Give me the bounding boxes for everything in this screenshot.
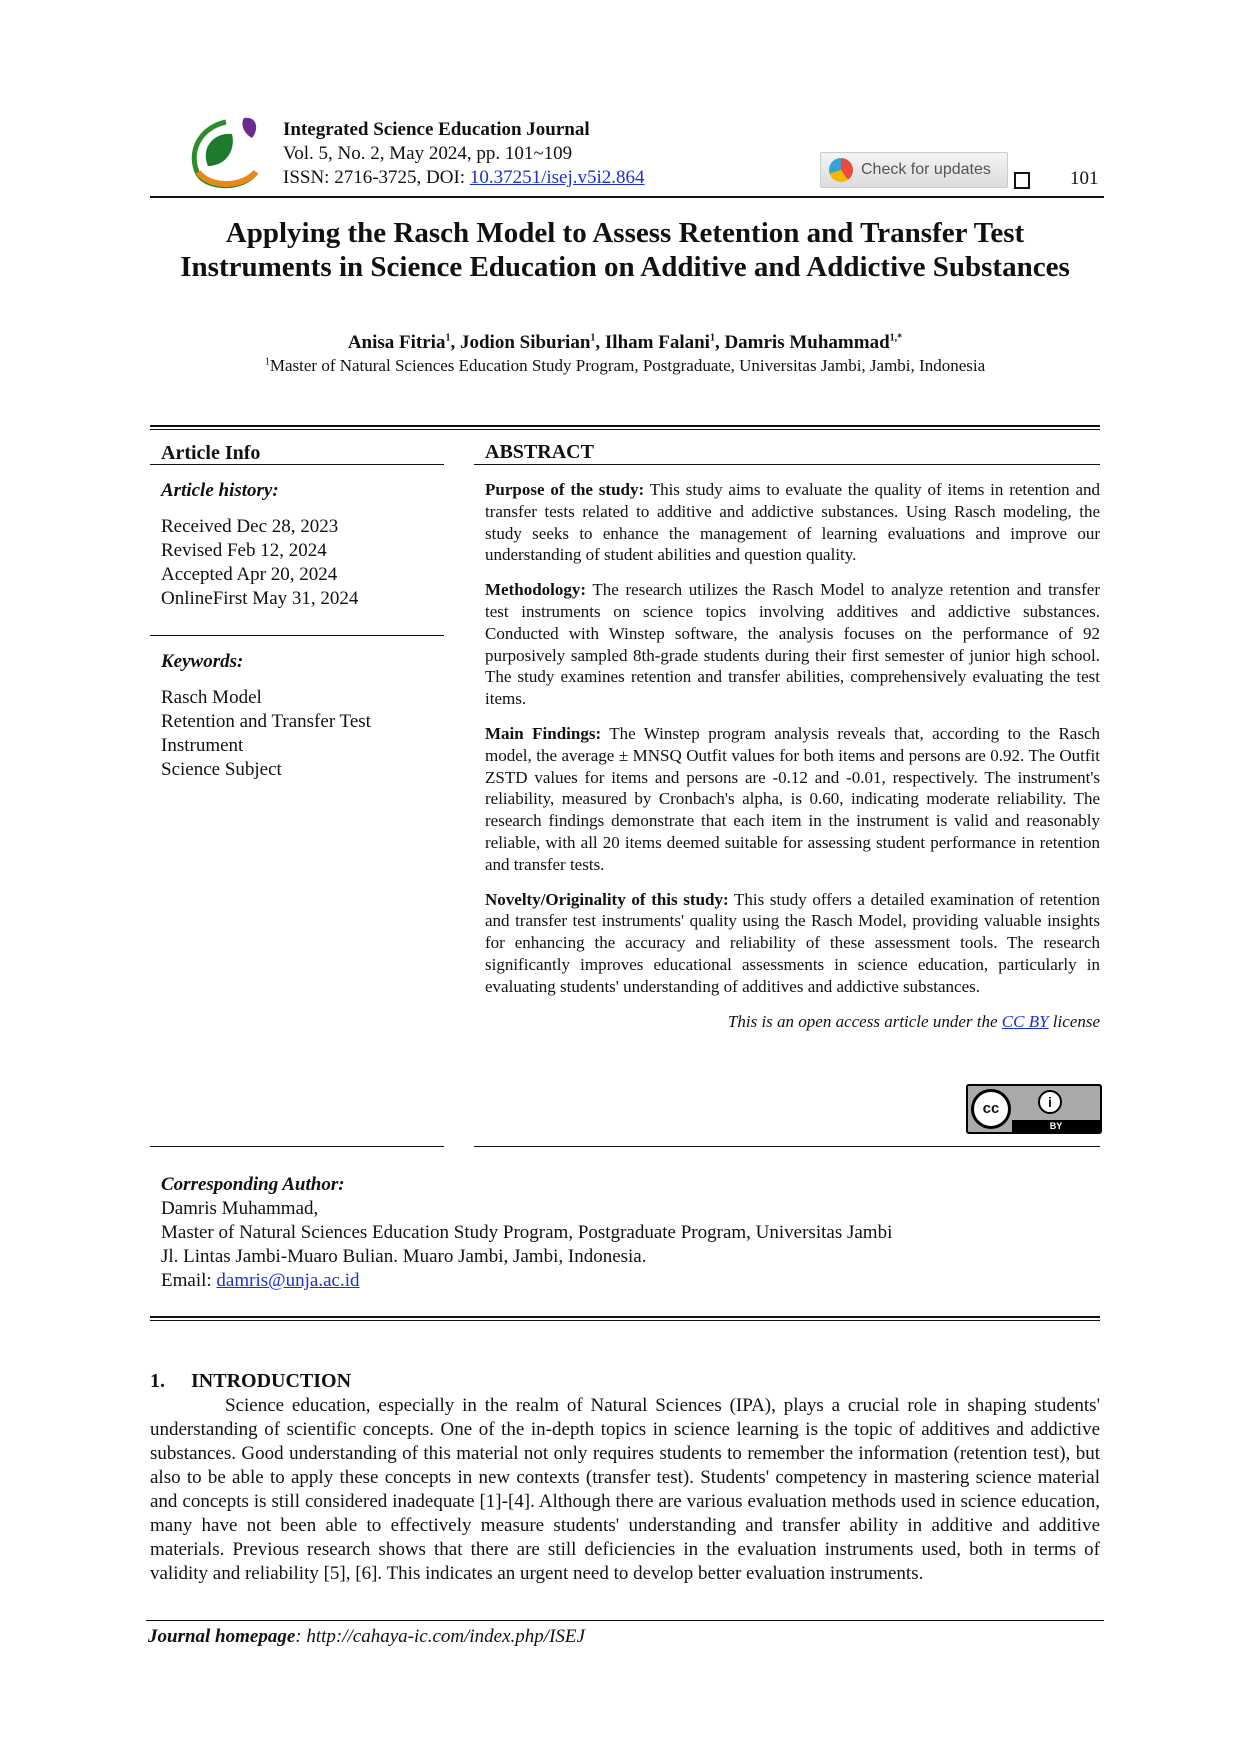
- corresponding-label: Corresponding Author:: [161, 1174, 345, 1195]
- intro-paragraph: Science education, especially in the rea…: [150, 1395, 1100, 1584]
- journal-header: Integrated Science Education Journal Vol…: [283, 118, 645, 190]
- article-info-heading: Article Info: [161, 442, 261, 464]
- abstract-heading: ABSTRACT: [485, 441, 594, 463]
- keyword: Science Subject: [161, 759, 282, 780]
- author-sup: 1: [709, 332, 715, 344]
- abstract-body: Purpose of the study: This study aims to…: [485, 479, 1100, 1032]
- cc-by-link[interactable]: CC BY: [1001, 1011, 1049, 1031]
- affil-sup: 1: [264, 356, 270, 368]
- title-line: Applying the Rasch Model to Assess Reten…: [225, 217, 1025, 249]
- article-info: Article Info: [161, 441, 441, 465]
- header-rule: [150, 196, 1104, 198]
- journal-homepage: Journal homepage: http://cahaya-ic.com/i…: [148, 1626, 585, 1648]
- section-title: INTRODUCTION: [191, 1370, 352, 1392]
- crossmark-icon: [829, 158, 853, 182]
- license-line: This is an open access article under the…: [485, 1011, 1100, 1033]
- corresponding-author: Corresponding Author: Damris Muhammad, M…: [161, 1173, 1101, 1293]
- section-text: This study offers a detailed examination…: [485, 889, 1100, 996]
- history-item: OnlineFirst May 31, 2024: [161, 588, 359, 609]
- section-number: 1.: [150, 1370, 165, 1392]
- history-item: Accepted Apr 20, 2024: [161, 564, 338, 585]
- author: Jodion Siburian: [459, 332, 591, 353]
- homepage-url: : http://cahaya-ic.com/index.php/ISEJ: [295, 1626, 585, 1647]
- page-number: 101: [1070, 168, 1099, 189]
- doi-link[interactable]: 10.37251/isej.v5i2.864: [469, 167, 645, 188]
- section-label: Novelty/Originality of this study:: [485, 889, 729, 909]
- license-suffix: license: [1048, 1011, 1100, 1031]
- check-for-updates-button[interactable]: Check for updates: [820, 152, 1008, 188]
- history-label: Article history:: [161, 480, 279, 501]
- section-text: The Winstep program analysis reveals tha…: [485, 723, 1100, 874]
- corresponding-name: Damris Muhammad,: [161, 1198, 319, 1219]
- author: Ilham Falani: [604, 332, 710, 353]
- cc-by-badge[interactable]: cc i BY: [966, 1084, 1102, 1134]
- corresponding-line: Master of Natural Sciences Education Stu…: [161, 1222, 893, 1243]
- keywords: Keywords: Rasch Model Retention and Tran…: [161, 650, 441, 782]
- homepage-label: Journal homepage: [148, 1626, 296, 1647]
- section-text: This study aims to evaluate the quality …: [485, 480, 1101, 565]
- author-sup: 1: [445, 332, 451, 344]
- section-label: Main Findings:: [485, 723, 602, 743]
- section-text: The research utilizes the Rasch Model to…: [485, 580, 1100, 709]
- intro-heading: 1. INTRODUCTION: [150, 1370, 351, 1393]
- author-sup: 1,*: [889, 332, 903, 344]
- author: Anisa Fitria: [347, 332, 446, 353]
- section-label: Purpose of the study:: [485, 480, 645, 499]
- title-line: Instruments in Science Education on Addi…: [180, 251, 1070, 283]
- affiliation: 1Master of Natural Sciences Education St…: [150, 356, 1100, 376]
- affil-text: Master of Natural Sciences Education Stu…: [269, 356, 986, 375]
- abstract-heading-wrap: ABSTRACT: [485, 441, 594, 464]
- email-label: Email:: [161, 1270, 217, 1291]
- journal-name: Integrated Science Education Journal: [283, 119, 590, 140]
- keyword: Rasch Model: [161, 687, 262, 708]
- cc-icon: cc: [971, 1089, 1011, 1129]
- square-icon: [1014, 172, 1030, 189]
- article-history: Article history: Received Dec 28, 2023 R…: [161, 479, 441, 611]
- journal-logo-icon: [191, 117, 259, 189]
- author: Damris Muhammad: [724, 332, 890, 353]
- volume-info: Vol. 5, No. 2, May 2024, pp. 101~109: [283, 143, 573, 164]
- paper-title: Applying the Rasch Model to Assess Reten…: [150, 216, 1100, 284]
- keyword: Instrument: [161, 735, 244, 756]
- section-label: Methodology:: [485, 580, 587, 600]
- email-link[interactable]: damris@unja.ac.id: [216, 1270, 360, 1291]
- license-prefix: This is an open access article under the: [727, 1011, 1002, 1031]
- author-sup: 1: [590, 332, 596, 344]
- keywords-label: Keywords:: [161, 651, 244, 672]
- history-item: Revised Feb 12, 2024: [161, 540, 327, 561]
- corresponding-line: Jl. Lintas Jambi-Muaro Bulian. Muaro Jam…: [161, 1246, 647, 1267]
- check-updates-label: Check for updates: [861, 161, 991, 178]
- history-item: Received Dec 28, 2023: [161, 516, 339, 537]
- keyword: Retention and Transfer Test: [161, 711, 371, 732]
- attribution-icon: i: [1038, 1090, 1062, 1114]
- issn: ISSN: 2716-3725, DOI:: [283, 167, 470, 188]
- by-label: BY: [1012, 1120, 1100, 1132]
- authors: Anisa Fitria1, Jodion Siburian1, Ilham F…: [347, 332, 903, 353]
